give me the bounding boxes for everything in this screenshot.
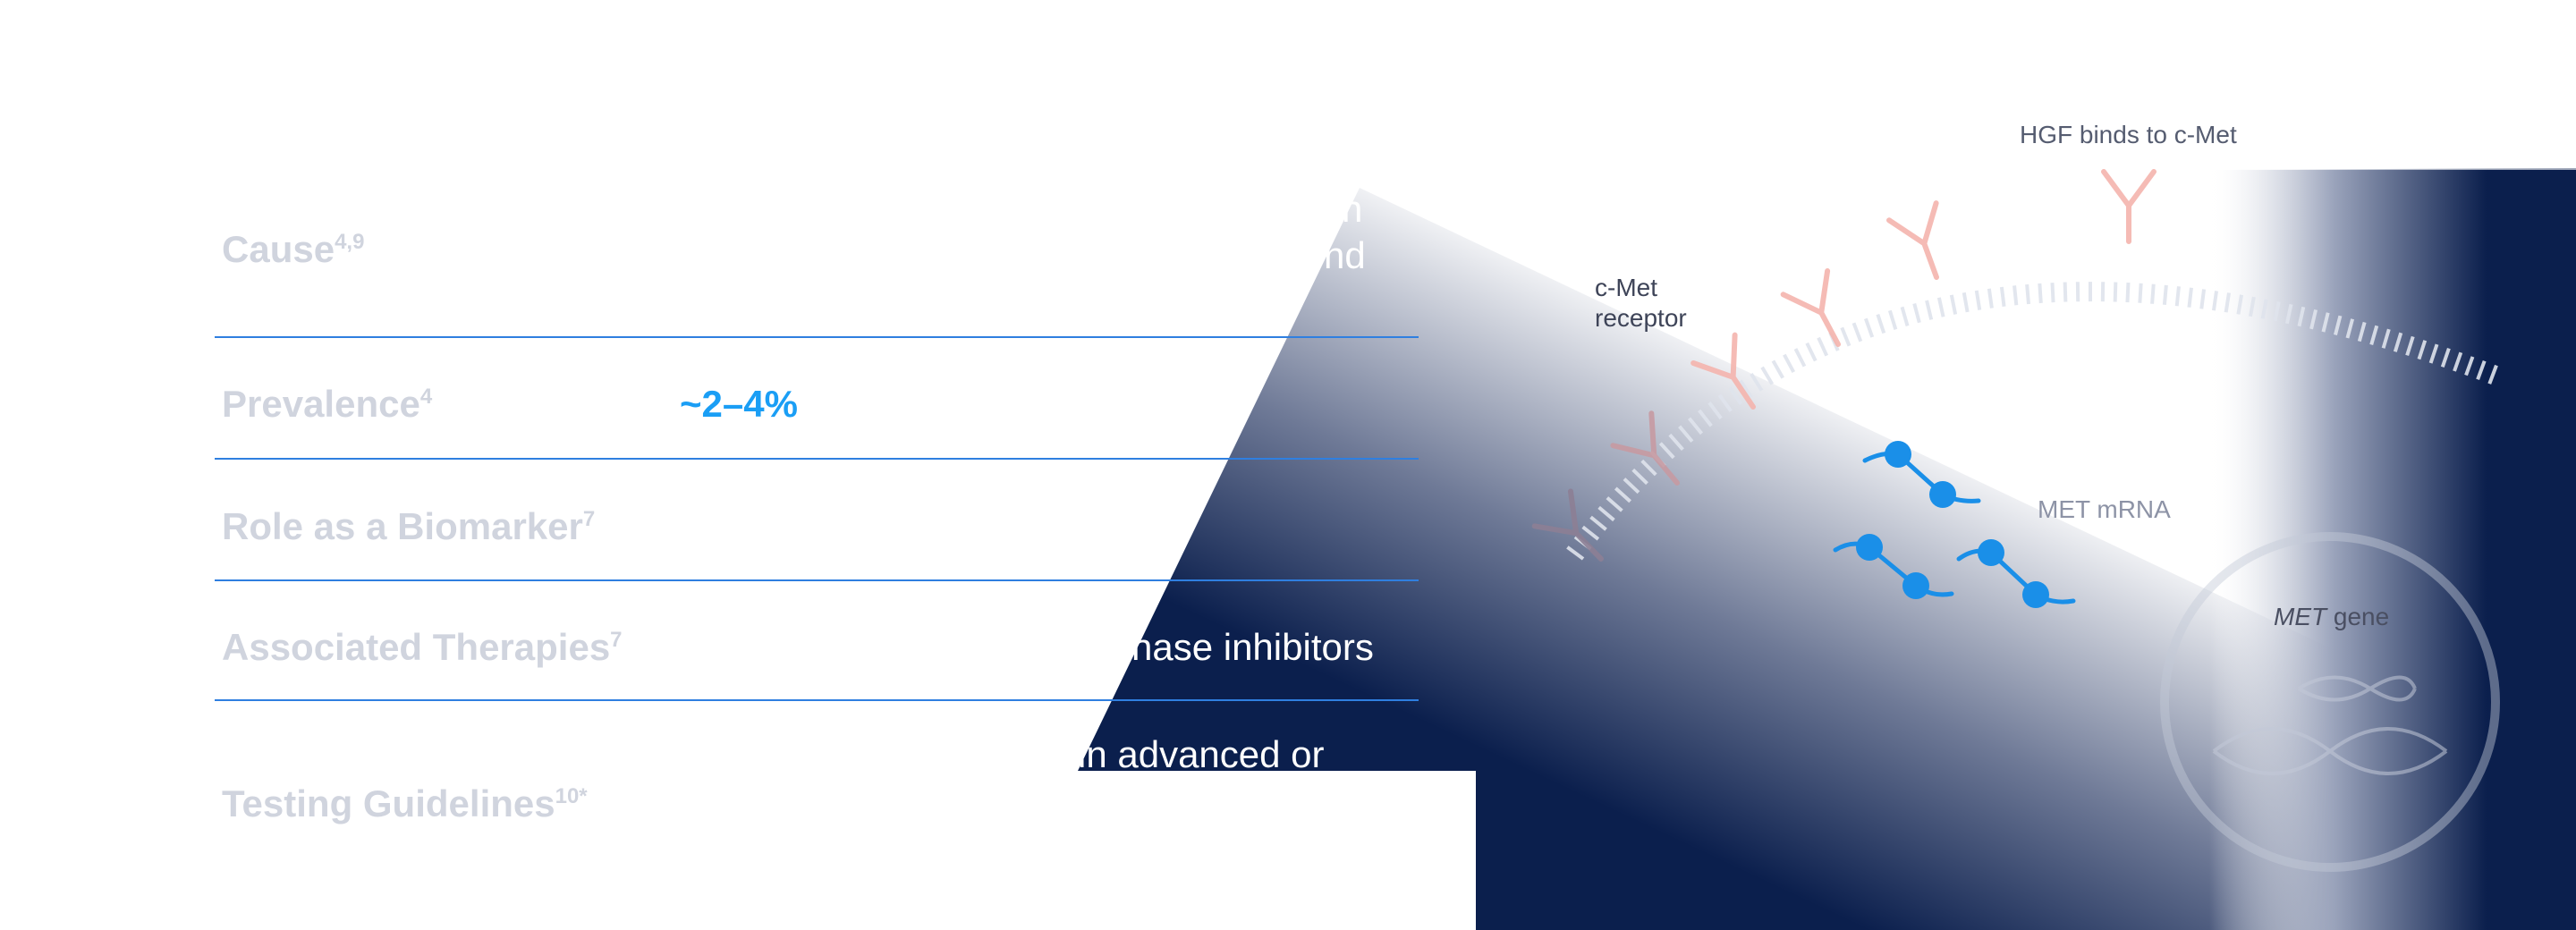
row-divider [215, 579, 1419, 581]
cause-text-fragment-2: nd [1324, 234, 1366, 276]
row-divider [215, 336, 1419, 338]
row-label-citation: 7 [610, 628, 623, 652]
row-label-guidelines: Testing Guidelines10* [222, 782, 588, 825]
row-label-cause: Cause4,9 [222, 228, 364, 271]
therapies-text-fragment: nase inhibitors [1131, 626, 1374, 668]
row-label-citation: 7 [582, 507, 596, 531]
gene-label-rest: gene [2326, 603, 2390, 630]
mrna-nodes [1856, 441, 2049, 608]
row-label-text: Cause [222, 228, 335, 270]
receptor-label: c-Met receptor [1595, 273, 1687, 334]
cause-text-fragment-1: n [1342, 188, 1363, 230]
gene-label: MET gene [2274, 602, 2389, 632]
hgf-label: HGF binds to c-Met [2020, 121, 2237, 148]
navy-band [1078, 188, 2576, 930]
mrna-label: MET mRNA [2038, 495, 2171, 523]
row-divider [215, 699, 1419, 701]
row-label-text: Testing Guidelines [222, 782, 555, 824]
row-label-citation: 4 [419, 385, 433, 409]
row-label-text: Role as a Biomarker [222, 505, 583, 547]
receptor-label-line-2: receptor [1595, 304, 1687, 332]
row-label-biomarker: Role as a Biomarker7 [222, 505, 595, 548]
receptor-shapes [1531, 169, 2157, 562]
dna-helix [2212, 675, 2448, 775]
prevalence-value: ~2–4% [680, 383, 798, 425]
row-label-prevalence: Prevalence4 [222, 383, 432, 426]
row-label-text: Prevalence [222, 383, 420, 425]
row-label-text: Associated Therapies [222, 626, 611, 668]
row-label-therapies: Associated Therapies7 [222, 626, 623, 669]
gene-label-italic: MET [2274, 603, 2327, 630]
receptor-label-line-1: c-Met [1595, 274, 1657, 301]
guidelines-text-fragment: in advanced or [1078, 733, 1325, 775]
nucleus-circle [2160, 532, 2500, 872]
mrna-strands [1833, 451, 2076, 604]
row-divider [215, 458, 1419, 460]
row-label-citation: 4,9 [335, 230, 365, 254]
row-label-citation: 10* [555, 784, 588, 808]
